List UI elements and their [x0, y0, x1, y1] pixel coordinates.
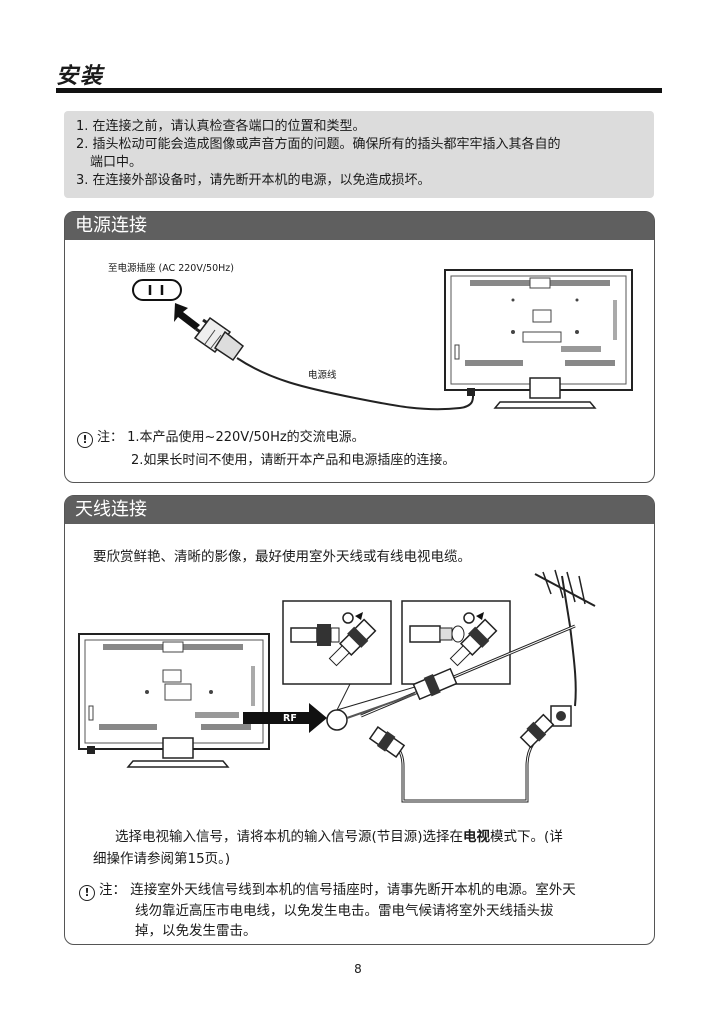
page-number: 8 — [354, 962, 362, 976]
power-connection-section: 电源连接 至电源插座 (AC 220V/50Hz) 电源线 — [64, 211, 655, 483]
outdoor-antenna-icon — [534, 569, 596, 707]
antenna-note-line-3: 掉，以免发生雷击。 — [135, 923, 257, 939]
insert-arrow-icon — [174, 303, 200, 330]
tv-rear-view — [78, 633, 270, 768]
rf-label: RF — [283, 713, 297, 724]
exclamation-circle-icon: ! — [77, 432, 93, 448]
socket-label: 至电源插座 (AC 220V/50Hz) — [108, 263, 234, 274]
power-cord — [236, 357, 475, 411]
precaution-1: 1. 在连接之前，请认真检查各端口的位置和类型。 — [76, 119, 366, 134]
precautions-box: 1. 在连接之前，请认真检查各端口的位置和类型。 2. 插头松动可能会造成图像或… — [64, 111, 654, 198]
power-section-heading: 电源连接 — [65, 212, 654, 240]
precaution-3: 3. 在连接外部设备时，请先断开本机的电源，以免造成损坏。 — [76, 173, 431, 188]
precaution-2-continued: 端口中。 — [90, 155, 143, 170]
power-cord-label: 电源线 — [308, 370, 337, 381]
page-title: 安装 — [56, 63, 105, 89]
title-rule — [56, 88, 662, 93]
tv-rear-view — [444, 269, 633, 409]
wall-socket-icon — [132, 279, 182, 301]
antenna-note: !注： 连接室外天线信号线到本机的信号插座时，请事先断开本机的电源。室外天 — [79, 880, 576, 901]
antenna-note-label: 注： — [99, 882, 126, 898]
rf-arrow-icon — [243, 703, 327, 733]
power-note-line-2: 2.如果长时间不使用，请断开本产品和电源插座的连接。 — [131, 453, 456, 468]
power-connection-diagram — [132, 269, 633, 411]
antenna-connection-section: 天线连接 要欣赏鲜艳、清晰的影像，最好使用室外天线或有线电视电缆。 — [64, 495, 655, 945]
antenna-section-heading: 天线连接 — [65, 496, 654, 524]
select-input-pre: 选择电视输入信号，请将本机的输入信号源(节目源)选择在 — [115, 829, 464, 845]
power-note: ! 注： 1.本产品使用~220V/50Hz的交流电源。 — [77, 428, 365, 448]
exclamation-circle-icon: ! — [79, 885, 95, 901]
power-note-label: 注： — [97, 430, 124, 445]
power-plug-icon — [193, 316, 245, 362]
rf-jack-icon — [326, 709, 348, 731]
antenna-note-line-1: 连接室外天线信号线到本机的信号插座时，请事先断开本机的电源。室外天 — [130, 882, 576, 898]
antenna-intro-text: 要欣赏鲜艳、清晰的影像，最好使用室外天线或有线电视电缆。 — [93, 549, 471, 565]
select-input-text: 选择电视输入信号，请将本机的输入信号源(节目源)选择在电视模式下。(详 — [93, 826, 563, 848]
select-input-line-2: 细操作请参阅第15页。) — [93, 851, 231, 867]
precaution-2: 2. 插头松动可能会造成图像或声音方面的问题。确保所有的插头都牢牢插入其各自的 — [76, 137, 561, 152]
power-note-line-1: 1.本产品使用~220V/50Hz的交流电源。 — [127, 430, 365, 445]
select-input-tv-mode: 电视 — [463, 829, 491, 845]
antenna-note-line-2: 线勿靠近高压市电电线，以免发生电击。雷电气候请将室外天线插头拔 — [135, 903, 554, 919]
antenna-connection-diagram — [78, 569, 596, 803]
select-input-post: 模式下。(详 — [490, 829, 563, 845]
